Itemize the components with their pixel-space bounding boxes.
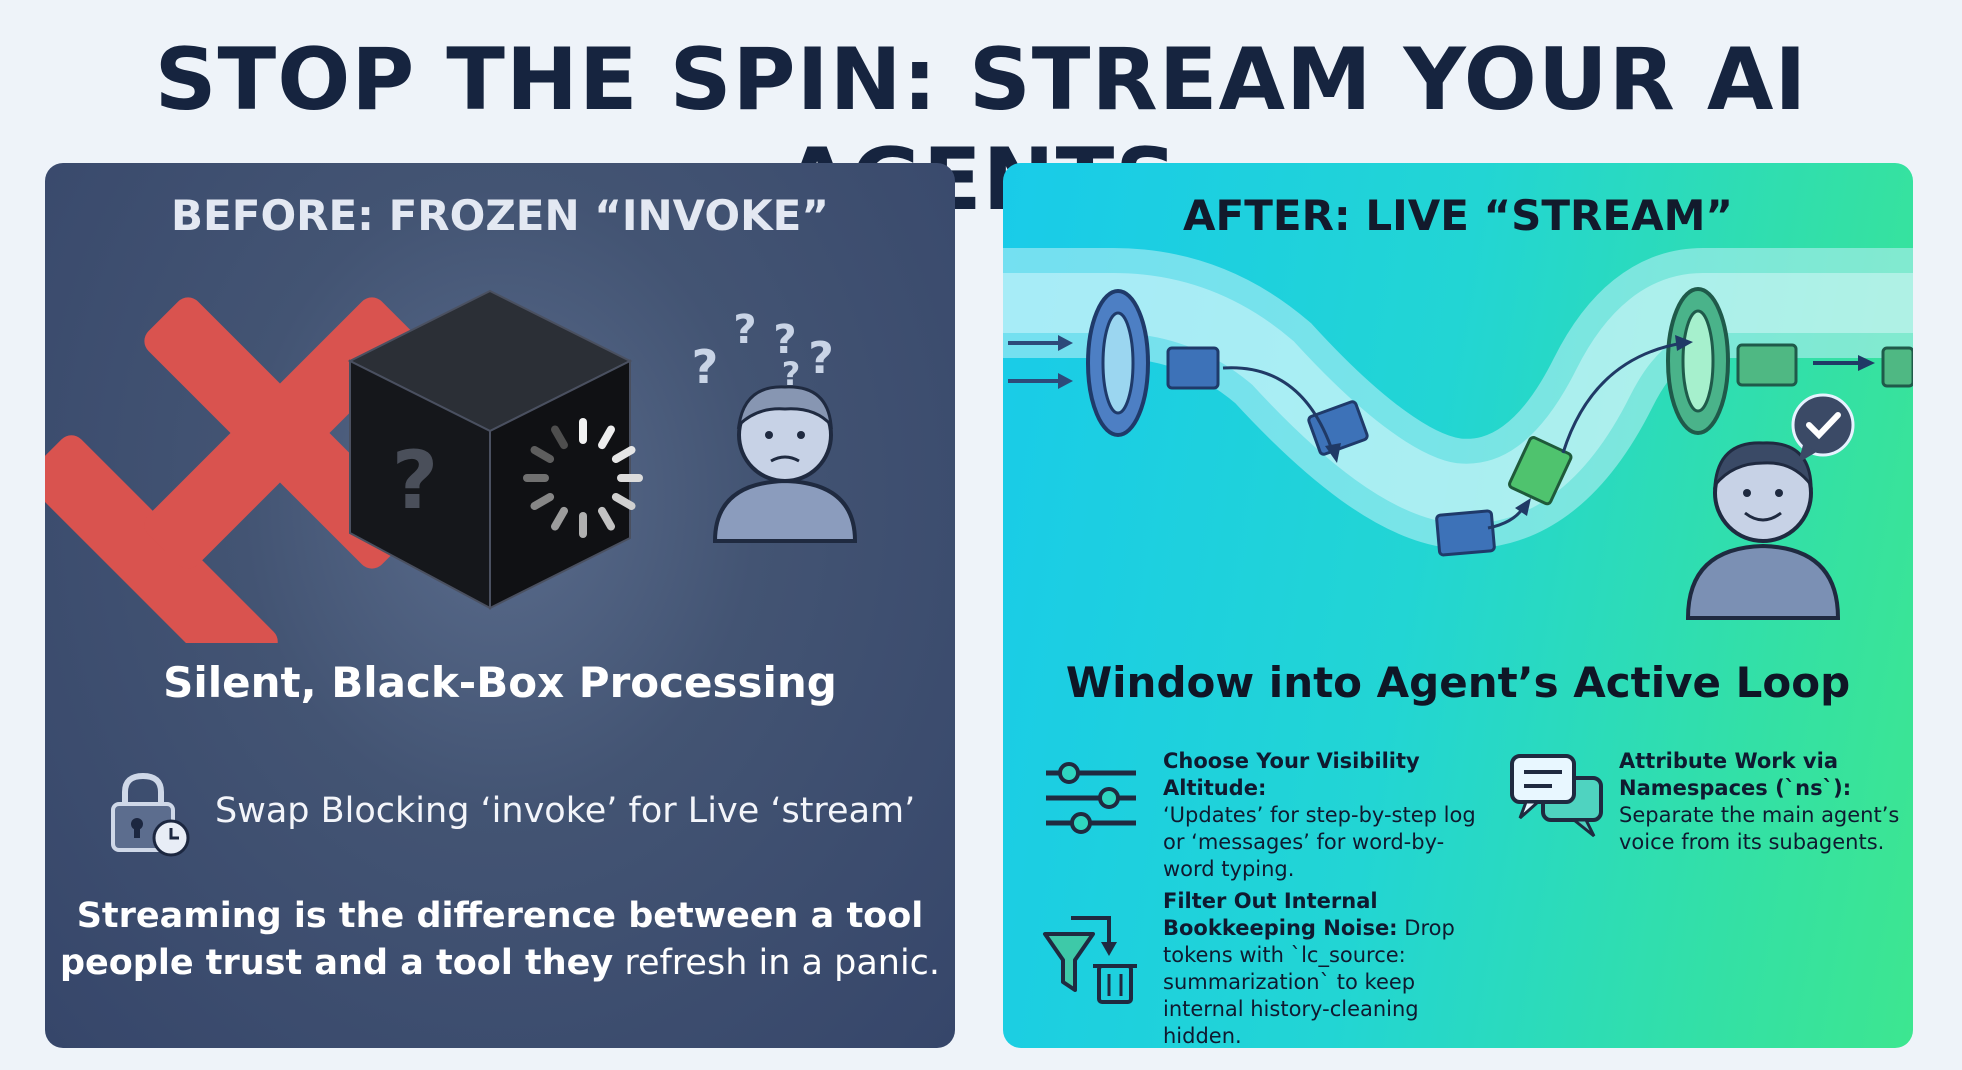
feature-body: ‘Updates’ for step-by-step log or ‘messa… — [1163, 803, 1476, 881]
red-x-icon — [45, 297, 416, 643]
before-subtitle: Silent, Black-Box Processing — [163, 658, 837, 707]
before-illustration: ? ? ? ? ? ? — [45, 289, 858, 643]
svg-text:?: ? — [733, 307, 756, 353]
black-box-cube-icon: ? — [347, 289, 633, 610]
feature-body: Separate the main agent’s voice from its… — [1619, 803, 1900, 854]
feature-text: Filter Out Internal Bookkeeping Noise: D… — [1163, 888, 1493, 1048]
after-illustration — [1003, 248, 1913, 620]
before-quote: Streaming is the difference between a to… — [45, 893, 955, 987]
sliders-icon — [1046, 762, 1136, 834]
svg-text:?: ? — [692, 340, 719, 394]
svg-text:?: ? — [782, 355, 801, 393]
feature-text: Choose Your Visibility Altitude: ‘Update… — [1163, 748, 1483, 883]
before-heading: BEFORE: FROZEN “INVOKE” — [171, 191, 829, 240]
filter-trash-icon — [1043, 916, 1137, 1004]
feature-filter-noise: Filter Out Internal Bookkeeping Noise: D… — [1041, 888, 1481, 1048]
quote-normal: refresh in a panic. — [613, 943, 941, 983]
after-panel: AFTER: LIVE “STREAM” — [1003, 163, 1913, 1048]
check-bubble-icon — [1791, 393, 1855, 463]
confused-person-icon: ? ? ? ? ? — [692, 307, 858, 543]
feature-text: Attribute Work via Namespaces (`ns`): Se… — [1619, 748, 1909, 856]
feature-namespaces: Attribute Work via Namespaces (`ns`): Se… — [1508, 748, 1908, 868]
feature-visibility-altitude: Choose Your Visibility Altitude: ‘Update… — [1041, 748, 1481, 881]
svg-text:?: ? — [392, 434, 438, 527]
swap-text: Swap Blocking ‘invoke’ for Live ‘stream’ — [215, 791, 916, 831]
swap-row: Swap Blocking ‘invoke’ for Live ‘stream’ — [105, 763, 925, 863]
feature-title: Attribute Work via Namespaces (`ns`): — [1619, 749, 1852, 800]
feature-title: Filter Out Internal Bookkeeping Noise: — [1163, 889, 1398, 940]
svg-text:?: ? — [808, 333, 834, 384]
happy-person-icon — [1685, 441, 1841, 620]
stream-pipe-icon — [1003, 248, 1913, 557]
svg-text:?: ? — [773, 317, 796, 363]
lock-clock-icon — [111, 772, 190, 857]
quote-bold: Streaming is the difference between a to… — [59, 896, 924, 983]
before-panel: BEFORE: FROZEN “INVOKE” ? — [45, 163, 955, 1048]
feature-body: Drop tokens with `lc_source: summarizati… — [1163, 916, 1455, 1048]
chat-bubbles-icon — [1510, 754, 1603, 838]
after-heading: AFTER: LIVE “STREAM” — [1183, 191, 1733, 240]
loading-spinner-icon — [523, 418, 643, 538]
after-subtitle: Window into Agent’s Active Loop — [1065, 658, 1851, 707]
feature-title: Choose Your Visibility Altitude: — [1163, 749, 1420, 800]
